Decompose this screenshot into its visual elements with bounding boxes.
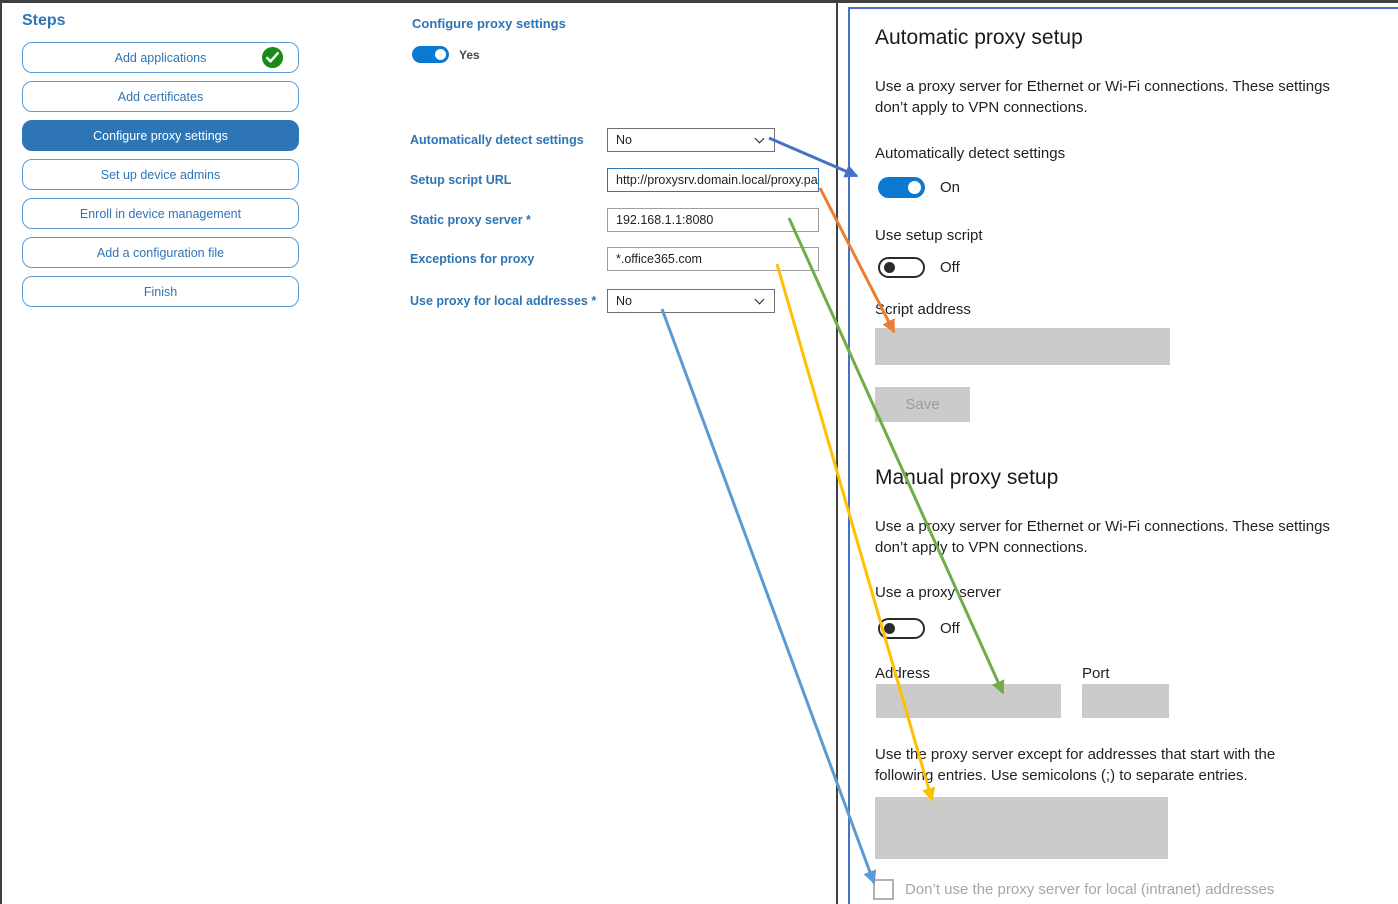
step-label: Configure proxy settings: [93, 128, 228, 143]
step-enroll-in-device-management[interactable]: Enroll in device management: [22, 198, 299, 229]
step-set-up-device-admins[interactable]: Set up device admins: [22, 159, 299, 190]
field-label-use-proxy-local: Use proxy for local addresses *: [410, 294, 597, 308]
proxy-address-input[interactable]: [876, 684, 1061, 718]
description-line: following entries. Use semicolons (;) to…: [875, 767, 1248, 784]
step-label: Set up device admins: [100, 167, 221, 182]
use-a-proxy-server-toggle[interactable]: [878, 618, 925, 639]
step-label: Add certificates: [117, 89, 204, 104]
description-line: don’t apply to VPN connections.: [875, 99, 1088, 116]
configure-proxy-toggle[interactable]: [412, 46, 449, 63]
description-line: don’t apply to VPN connections.: [875, 539, 1088, 556]
exceptions-for-proxy-input[interactable]: *.office365.com: [607, 247, 819, 271]
automatic-proxy-description: Use a proxy server for Ethernet or Wi-Fi…: [875, 76, 1330, 118]
step-label: Add a configuration file: [96, 245, 225, 260]
script-address-input[interactable]: [875, 328, 1170, 365]
setup-script-url-input[interactable]: http://proxysrv.domain.local/proxy.pa: [607, 168, 819, 192]
manual-proxy-setup-heading: Manual proxy setup: [875, 466, 1059, 489]
script-address-label: Script address: [875, 301, 971, 318]
arrow-local-addresses: [660, 308, 877, 885]
step-finish[interactable]: Finish: [22, 276, 299, 307]
input-value: http://proxysrv.domain.local/proxy.pa: [616, 173, 818, 187]
dropdown-value: No: [616, 294, 632, 308]
address-label: Address: [875, 665, 931, 682]
use-setup-script-toggle[interactable]: [878, 257, 925, 278]
window-border-left: [0, 0, 2, 904]
dropdown-value: No: [616, 133, 632, 147]
local-addresses-checkbox[interactable]: [873, 879, 894, 900]
local-addresses-checkbox-label: Don’t use the proxy server for local (in…: [905, 881, 1275, 898]
manual-proxy-description: Use a proxy server for Ethernet or Wi-Fi…: [875, 516, 1330, 558]
step-label: Enroll in device management: [79, 206, 242, 221]
field-label-exceptions-for-proxy: Exceptions for proxy: [410, 252, 535, 266]
automatic-proxy-setup-heading: Automatic proxy setup: [875, 26, 1083, 49]
static-proxy-server-input[interactable]: 192.168.1.1:8080: [607, 208, 819, 232]
input-value: 192.168.1.1:8080: [616, 213, 714, 227]
proxy-exceptions-description: Use the proxy server except for addresse…: [875, 744, 1275, 786]
proxy-exceptions-textarea[interactable]: [875, 797, 1168, 859]
toggle-knob: [884, 623, 895, 634]
step-add-applications[interactable]: Add applications: [22, 42, 299, 73]
steps-title: Steps: [22, 12, 66, 29]
automatically-detect-settings-dropdown[interactable]: No: [607, 128, 775, 152]
description-line: Use a proxy server for Ethernet or Wi-Fi…: [875, 78, 1330, 95]
column-divider: [836, 0, 838, 904]
toggle-knob: [908, 181, 921, 194]
toggle-knob: [435, 49, 446, 60]
form-title: Configure proxy settings: [412, 16, 566, 31]
toggle-state-text: Off: [940, 620, 960, 637]
step-add-a-configuration-file[interactable]: Add a configuration file: [22, 237, 299, 268]
field-label-static-proxy-server: Static proxy server *: [410, 213, 531, 227]
use-proxy-for-local-addresses-dropdown[interactable]: No: [607, 289, 775, 313]
proxy-port-input[interactable]: [1082, 684, 1169, 718]
step-add-certificates[interactable]: Add certificates: [22, 81, 299, 112]
window-border-top: [0, 0, 1398, 3]
check-circle-icon: [261, 46, 284, 69]
save-button[interactable]: Save: [875, 387, 970, 422]
input-value: *.office365.com: [616, 252, 702, 266]
configure-proxy-toggle-state: Yes: [459, 48, 480, 62]
automatically-detect-settings-toggle[interactable]: [878, 177, 925, 198]
step-label: Add applications: [114, 50, 207, 65]
step-label: Finish: [143, 284, 178, 299]
field-label-automatically-detect: Automatically detect settings: [410, 133, 584, 147]
use-setup-script-label: Use setup script: [875, 227, 983, 244]
step-configure-proxy-settings[interactable]: Configure proxy settings: [22, 120, 299, 151]
chevron-down-icon: [754, 133, 765, 144]
toggle-state-text: On: [940, 179, 961, 196]
chevron-down-icon: [754, 294, 765, 305]
automatically-detect-settings-label: Automatically detect settings: [875, 145, 1066, 162]
description-line: Use a proxy server for Ethernet or Wi-Fi…: [875, 518, 1330, 535]
field-label-setup-script-url: Setup script URL: [410, 173, 512, 187]
description-line: Use the proxy server except for addresse…: [875, 746, 1276, 763]
windows-proxy-settings-panel: Automatic proxy setup Use a proxy server…: [848, 7, 1398, 904]
port-label: Port: [1082, 665, 1110, 682]
toggle-knob: [884, 262, 895, 273]
steps-nav: Add applications Add certificates Config…: [22, 42, 299, 315]
use-a-proxy-server-label: Use a proxy server: [875, 584, 1001, 601]
toggle-state-text: Off: [940, 259, 960, 276]
